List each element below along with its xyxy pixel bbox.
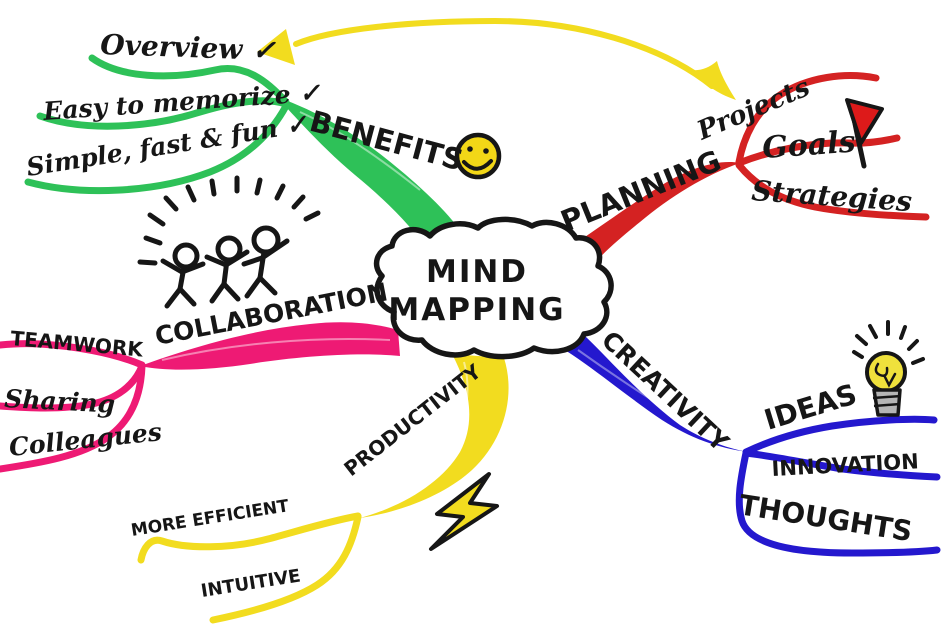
overview-label: Overview ✓ <box>100 28 277 67</box>
planning-label: PLANNING <box>556 143 726 238</box>
arrow-head <box>257 29 295 65</box>
colleagues-branch-line <box>0 362 146 473</box>
creativity-branch-highlight <box>577 349 729 447</box>
smiley-face-icon <box>454 132 502 180</box>
goals-label: Goals <box>761 125 857 166</box>
colleagues-label: Colleagues <box>8 417 164 462</box>
branch-collaboration <box>0 322 400 473</box>
intuitive-branch-line <box>209 513 362 624</box>
arrow-curve <box>293 17 715 89</box>
center-title-line1: MIND <box>426 254 528 290</box>
projects-branch-line <box>735 72 880 166</box>
lightbulb-filament <box>874 362 897 388</box>
ideas-branch-line <box>742 415 938 456</box>
center-title-line2: MAPPING <box>388 292 565 328</box>
sharing-label: Sharing <box>4 384 116 419</box>
stick-figure-1 <box>160 242 206 309</box>
lightbulb-base-ridges <box>872 394 902 408</box>
branch-benefits <box>24 54 468 256</box>
branch-planning <box>576 72 930 265</box>
stick-figures-icon <box>137 175 321 309</box>
teamwork-label: TEAMWORK <box>10 326 146 362</box>
benefits-branch-shape <box>285 100 468 256</box>
center-topic-bubble: MIND MAPPING <box>373 216 614 360</box>
simple-branch-line <box>24 102 290 195</box>
more-efficient-label: MORE EFFICIENT <box>130 496 291 541</box>
planning-branch-shape <box>576 162 740 265</box>
branch-creativity <box>560 336 941 557</box>
goals-branch-line <box>735 134 901 167</box>
more-efficient-branch-line <box>137 512 362 564</box>
sharing-branch-line <box>0 362 146 412</box>
stick-figure-2 <box>204 235 250 304</box>
arrow-tail-flare <box>692 61 736 100</box>
collaboration-branch-highlight <box>161 337 391 361</box>
productivity-branch-shape <box>360 354 509 518</box>
smiley-right-eye <box>483 148 489 154</box>
red-flag-icon <box>845 98 884 169</box>
strategies-branch-line <box>735 161 930 221</box>
branch-productivity <box>137 354 509 624</box>
memorize-branch-line <box>36 97 290 130</box>
flag-pennant <box>845 98 884 145</box>
strategies-label: Strategies <box>751 174 914 218</box>
thoughts-branch-line <box>735 449 941 557</box>
planning-to-benefits-arrow <box>257 17 736 100</box>
lightbulb-rays <box>852 320 925 365</box>
lightning-bolt-icon <box>429 472 499 551</box>
bubble-outline <box>373 216 614 360</box>
lightbulb-icon <box>852 320 925 417</box>
innovation-branch-line <box>742 449 941 481</box>
smiley-mouth <box>462 159 493 171</box>
productivity-branch-highlight <box>431 361 469 471</box>
overview-branch-line <box>88 54 290 106</box>
smiley-left-eye <box>467 146 473 152</box>
creativity-label: CREATIVITY <box>596 325 735 457</box>
teamwork-branch-line <box>0 340 146 369</box>
creativity-branch-shape <box>560 336 748 452</box>
stick-figure-3 <box>241 225 290 299</box>
stick-figure-rays <box>137 175 321 266</box>
lightbulb-base <box>872 388 902 417</box>
collaboration-branch-shape <box>140 322 400 370</box>
benefits-branch-highlight <box>299 111 421 191</box>
